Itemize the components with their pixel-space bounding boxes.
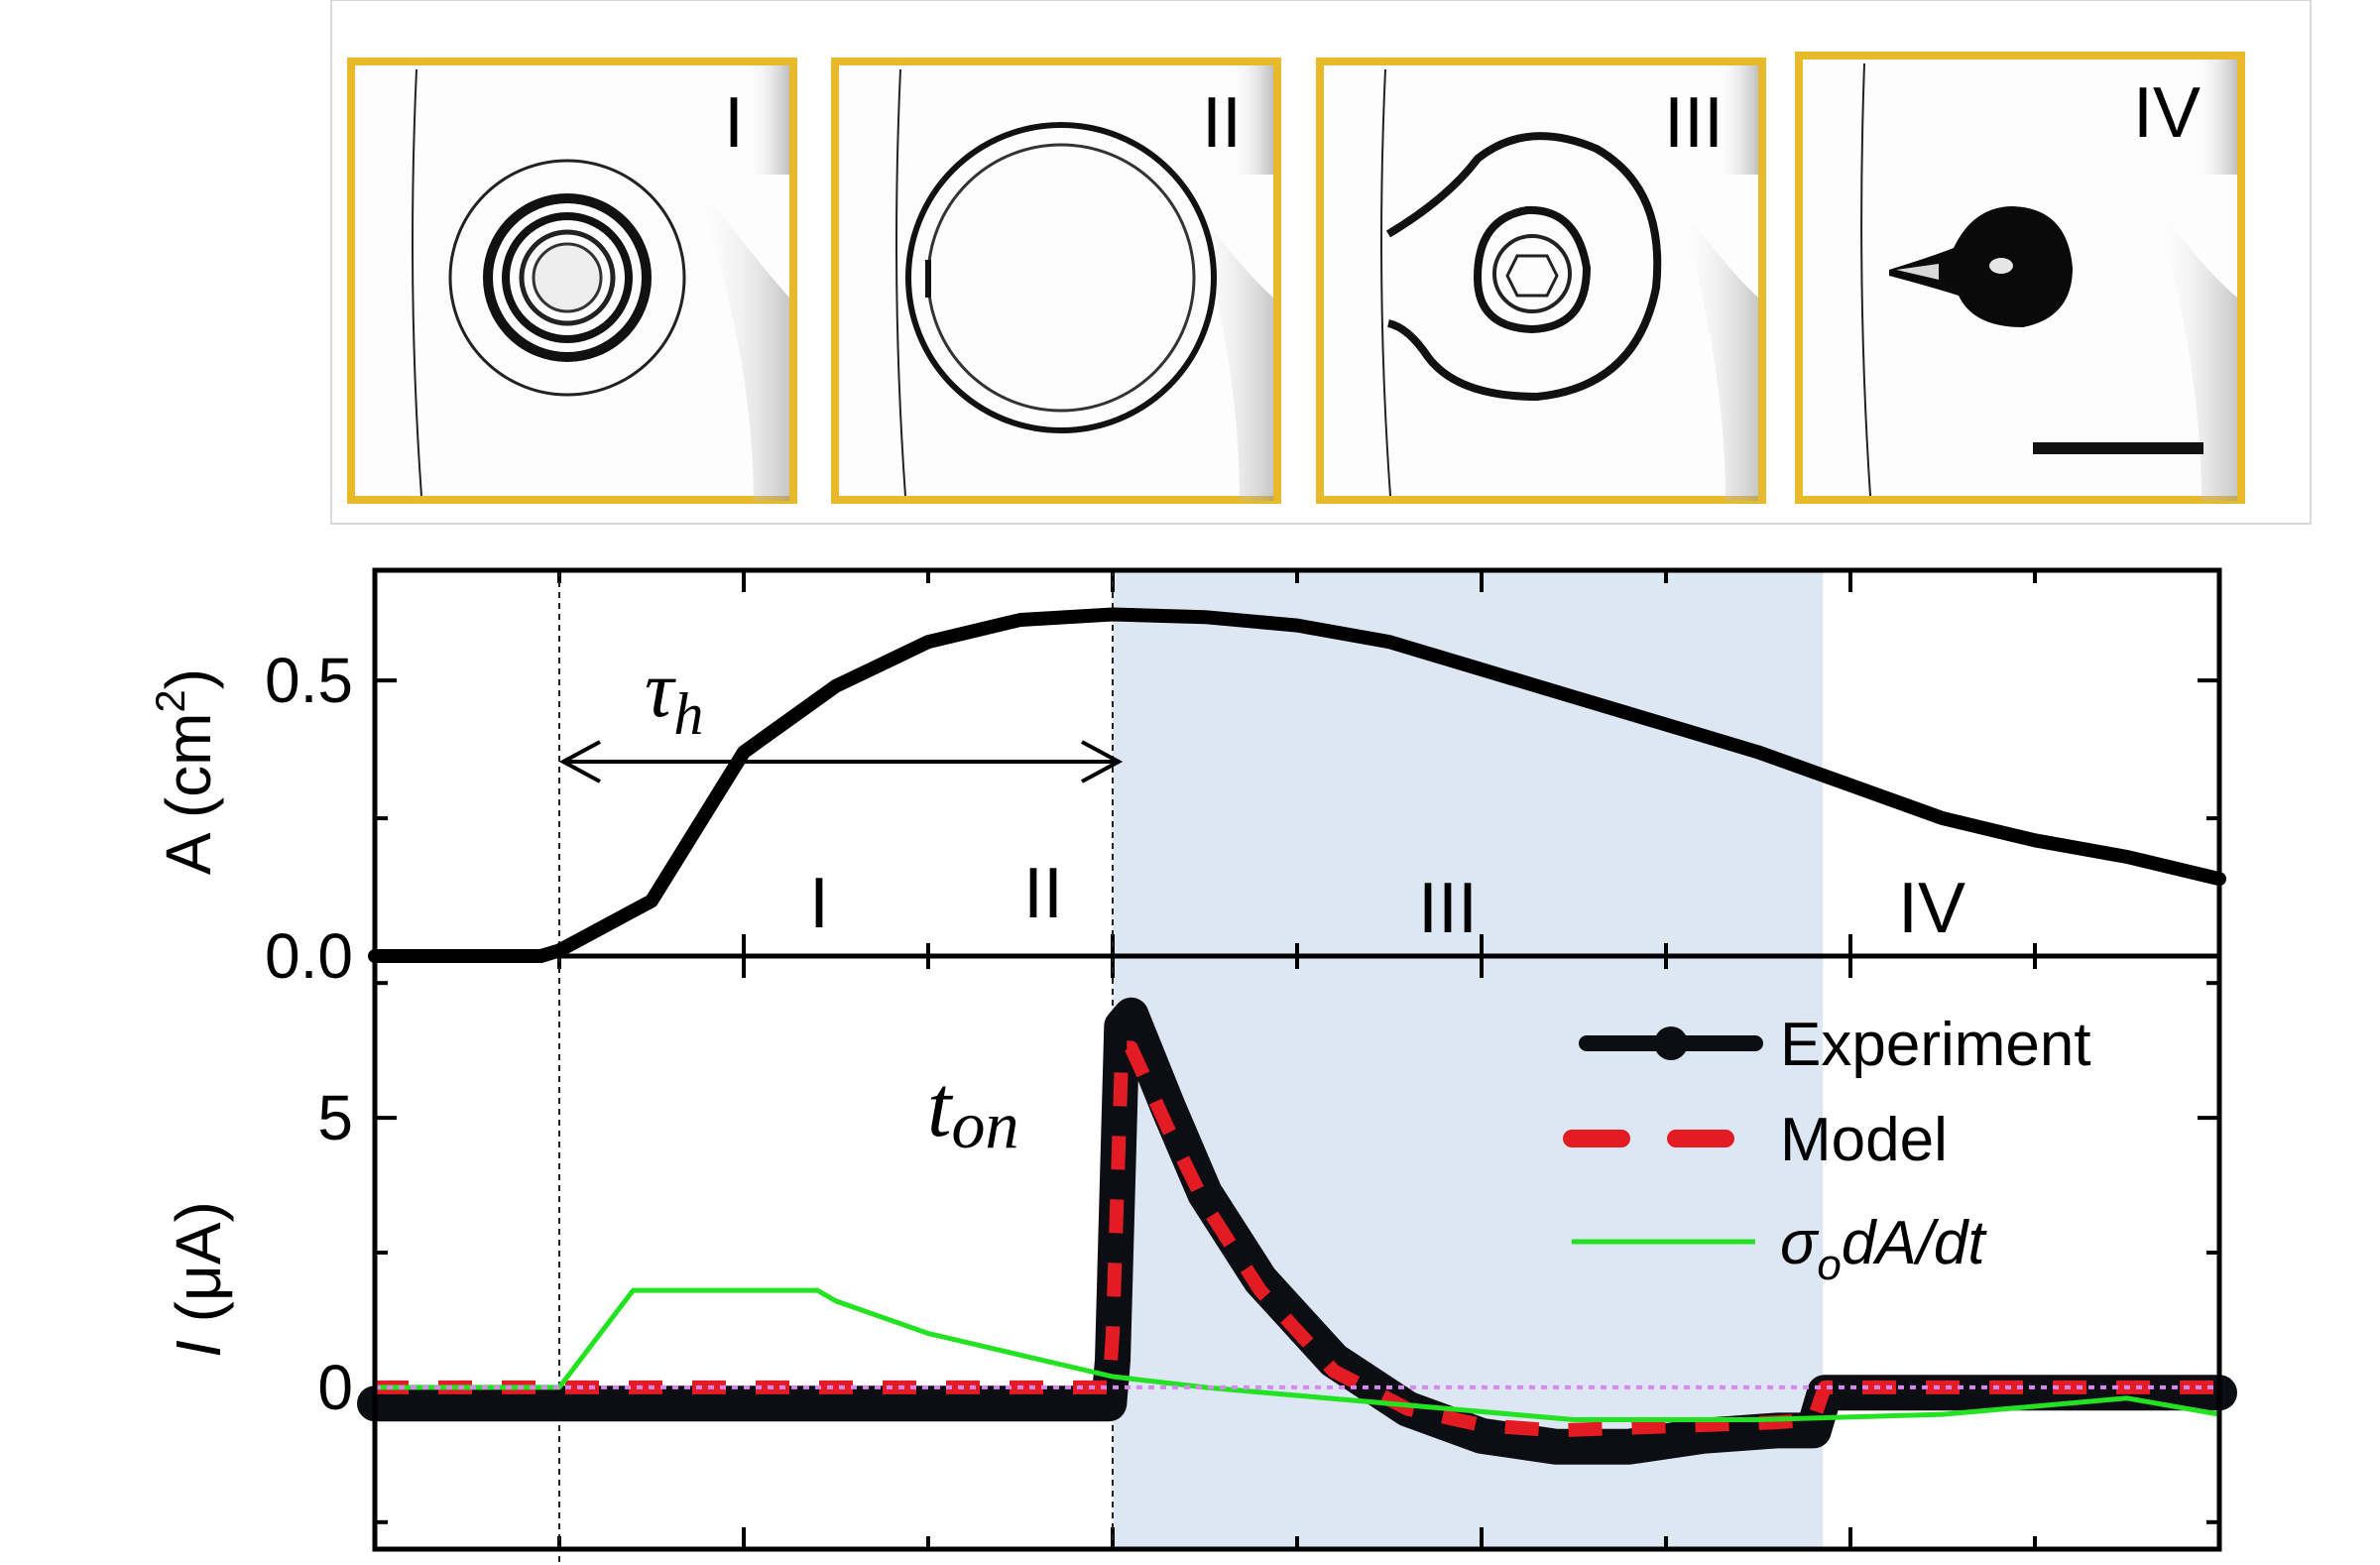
legend-sigma-rest: dA/dt (1842, 1209, 1988, 1277)
shaded-region (1113, 570, 1824, 956)
y-axis-label: A (cm2) (147, 668, 224, 875)
y-tick-label: 0 (317, 1352, 353, 1423)
region-label: I (809, 864, 829, 943)
image-panel-label: II (1202, 83, 1242, 163)
t-on-label: ton (927, 1059, 1018, 1162)
y-axis-label-main: A (cm (153, 713, 224, 876)
area-series-line (368, 607, 2226, 963)
legend: Experiment Model σodA/dt (1563, 1011, 2091, 1289)
image-panel-4: IV (1795, 52, 2245, 504)
legend-item-experiment: Experiment (1579, 1011, 2091, 1079)
image-panel-label: IV (2133, 73, 2201, 153)
y-axis-label-end: ) (153, 668, 224, 689)
plot-frame (372, 953, 2222, 1552)
image-panel-3: III (1316, 58, 1766, 504)
t-on-symbol: t (927, 1059, 954, 1155)
t-on-subscript: on (951, 1087, 1018, 1162)
chart-bottom: ton Experiment Model σodA/dt 0 5 (163, 953, 2237, 1565)
tau-symbol: τ (645, 644, 676, 734)
image-panel-label: III (1664, 83, 1724, 163)
y-tick-label: 0.5 (265, 645, 353, 716)
region-label: IV (1898, 869, 1965, 948)
y-tick-label: 5 (317, 1082, 353, 1153)
y-axis-label-rest: (μA) (163, 1201, 234, 1340)
tau-subscript: h (673, 681, 703, 747)
tau-arrow (558, 740, 1124, 783)
y-tick-label: 0.0 (265, 920, 353, 992)
legend-label: Experiment (1780, 1011, 2091, 1079)
legend-label: Model (1780, 1106, 1948, 1174)
legend-label: σodA/dt (1780, 1209, 1987, 1289)
y-axis-label-italic: I (163, 1340, 234, 1358)
legend-item-model: Model (1563, 1106, 1948, 1174)
y-axis-label: I (μA) (163, 1201, 234, 1358)
image-panel-1: I (347, 58, 797, 504)
image-strip: I II III (330, 0, 2312, 525)
legend-item-sigma: σodA/dt (1572, 1209, 1987, 1289)
model-series-line (375, 1040, 2219, 1438)
sigma-series-line (375, 1287, 2220, 1422)
legend-sigma: σ (1780, 1209, 1820, 1277)
region-label: II (1023, 854, 1063, 933)
chart-top: τh I II III IV 0.0 0.5 A (cm2) (147, 567, 2226, 992)
image-panel-label: I (724, 83, 744, 163)
image-panel-2: II (831, 58, 1281, 504)
scale-bar (2033, 442, 2203, 454)
y-axis-label-sup: 2 (147, 689, 193, 712)
tau-h-label: τh (645, 644, 703, 747)
legend-sigma-sub: o (1817, 1241, 1841, 1289)
region-label: III (1418, 869, 1478, 948)
